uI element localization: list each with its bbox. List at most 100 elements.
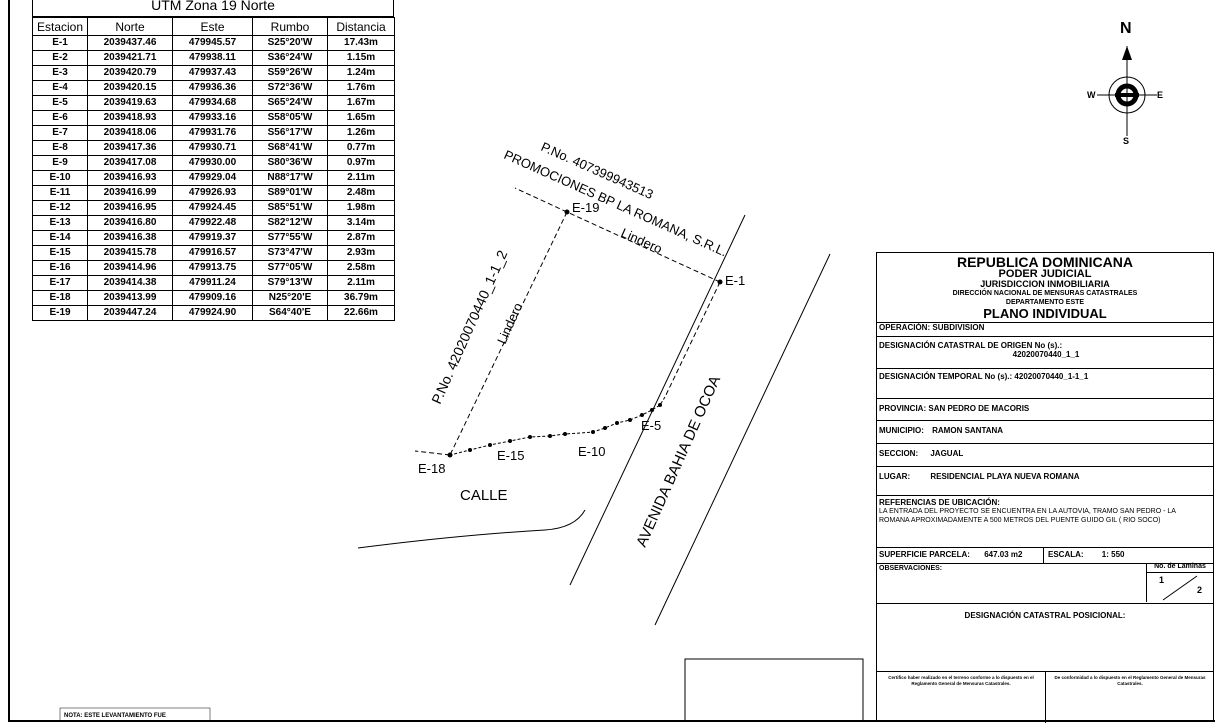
tb-plan-title: PLANO INDIVIDUAL (983, 306, 1107, 321)
compass-e-label: E (1157, 90, 1164, 100)
curved-front-boundary (449, 396, 666, 456)
station-label-e10: E-10 (578, 444, 605, 459)
table-cell: 22.66m (327, 305, 395, 321)
station-marker (468, 448, 472, 452)
sheet-divider (1162, 575, 1198, 601)
tb-sheet-total: 2 (1197, 585, 1203, 595)
tb-scale-cell: ESCALA: 1: 550 (1043, 547, 1124, 563)
tb-jurisdiction: JURISDICCION INMOBILIARIA (980, 279, 1110, 289)
tb-place-row: LUGAR: RESIDENCIAL PLAYA NUEVA ROMANA (877, 466, 1213, 496)
tb-cert-left: Certifico haber realizado en el terreno … (888, 675, 1034, 686)
neighbor-north-name: PROMOCIONES BP LA ROMANA, S.R.L. (502, 147, 730, 259)
tb-cert-right-cell: De conformidad a lo dispuesto en el Regl… (1045, 671, 1215, 723)
nota-text: NOTA: ESTE LEVANTAMIENTO FUE (64, 713, 166, 719)
station-marker (628, 418, 632, 422)
tb-sheet-number: 1 (1159, 575, 1165, 585)
avenue-edge-east (654, 253, 831, 626)
lindero-west-label: Lindero (494, 300, 525, 346)
tb-origin-row: DESIGNACIÓN CATASTRAL DE ORIGEN No (s).:… (877, 336, 1213, 369)
calle-label: CALLE (460, 487, 508, 504)
station-marker (640, 413, 644, 417)
station-marker (528, 435, 532, 439)
calle-edge (357, 509, 586, 549)
lindero-west (449, 211, 568, 456)
tb-country: REPUBLICA DOMINICANA (956, 254, 1134, 270)
tb-temporal-label: DESIGNACIÓN TEMPORAL No (s).: (879, 372, 1013, 381)
calle-boundary (414, 450, 451, 456)
station-marker (563, 432, 567, 436)
compass-w-label: W (1087, 90, 1096, 100)
tb-observations-row: OBSERVACIONES: No. de Laminas 1 2 (877, 563, 1213, 604)
station-marker (650, 408, 654, 412)
station-markers (447, 209, 723, 458)
tb-posicional-label: DESIGNACIÓN CATASTRAL POSICIONAL: (964, 611, 1126, 620)
tb-operation-row: OPERACIÓN: SUBDIVISION (877, 322, 1213, 337)
tb-cert-left-cell: Certifico haber realizado en el terreno … (877, 671, 1046, 723)
avenue-edge-west (569, 214, 746, 586)
station-e19-marker (564, 209, 570, 215)
station-marker (658, 403, 662, 407)
station-marker (488, 443, 492, 447)
table-title: UTM Zona 19 Norte (32, 0, 394, 17)
station-label-e15: E-15 (497, 448, 524, 463)
tb-place-value: RESIDENCIAL PLAYA NUEVA ROMANA (930, 472, 1080, 481)
tb-references-row: REFERENCIAS DE UBICACIÓN: LA ENTRADA DEL… (877, 495, 1213, 548)
tb-scale-label: ESCALA: (1048, 550, 1084, 559)
station-label-e18: E-18 (418, 461, 445, 476)
tb-section-row: SECCION: JAGUAL (877, 443, 1213, 467)
tb-area-label: SUPERFICIE PARCELA: (879, 550, 970, 559)
avenue-label: AVENIDA BAHIA DE OCOA (633, 373, 724, 549)
tb-area-row: SUPERFICIE PARCELA: 647.03 m2 ESCALA: 1:… (877, 547, 1213, 564)
compass-s-label: S (1123, 136, 1130, 146)
tb-place-label: LUGAR: (879, 472, 911, 481)
tb-origin-label: DESIGNACIÓN CATASTRAL DE ORIGEN No (s).: (879, 341, 1063, 350)
tb-branch: PODER JUDICIAL (998, 268, 1092, 280)
tb-section-label: SECCION: (879, 449, 919, 458)
tb-operation-label: OPERACIÓN: (879, 323, 931, 332)
title-block: REPUBLICA DOMINICANA PODER JUDICIAL JURI… (876, 252, 1215, 723)
tb-sheets-cell: No. de Laminas 1 2 (1146, 563, 1213, 602)
compass-n-label: N (1120, 20, 1132, 37)
nota-box (59, 707, 211, 720)
lindero-extension (514, 187, 568, 213)
tb-operation-value: SUBDIVISION (932, 323, 985, 332)
station-label-e1: E-1 (725, 273, 745, 288)
stamp-box (684, 658, 864, 720)
station-label-e5: E-5 (641, 418, 661, 433)
tb-province-row: PROVINCIA: SAN PEDRO DE MACORIS (877, 398, 1213, 421)
tb-origin-value: 42020070440_1_1 (1012, 350, 1080, 359)
station-marker (548, 434, 552, 438)
station-marker (603, 426, 607, 430)
tb-references-text: LA ENTRADA DEL PROYECTO SE ENCUENTRA EN … (879, 508, 1176, 524)
tb-references-label: REFERENCIAS DE UBICACIÓN: (879, 498, 1000, 507)
station-label-e19: E-19 (572, 200, 599, 215)
tb-temporal-row: DESIGNACIÓN TEMPORAL No (s).: 4202007044… (877, 368, 1213, 399)
station-e1-marker (717, 279, 723, 285)
tb-direction: DIRECCIÓN NACIONAL DE MENSURAS CATASTRAL… (952, 290, 1138, 297)
tb-section-value: JAGUAL (930, 449, 964, 458)
tb-sheets-label: No. de Laminas (1147, 563, 1213, 573)
front-boundary (664, 281, 721, 398)
neighbor-west-parcel: P.No. 42020070440_1-1_2 (428, 248, 510, 407)
station-marker (591, 430, 595, 434)
lindero-north (566, 211, 721, 283)
tb-area-value: 647.03 m2 (984, 550, 1023, 559)
station-e18-marker (447, 452, 453, 458)
station-marker (615, 421, 619, 425)
tb-temporal-value: 42020070440_1-1_1 (1014, 372, 1089, 381)
tb-municipality-value: RAMON SANTANA (932, 426, 1004, 435)
tb-municipality-label: MUNICIPIO: (879, 426, 924, 435)
